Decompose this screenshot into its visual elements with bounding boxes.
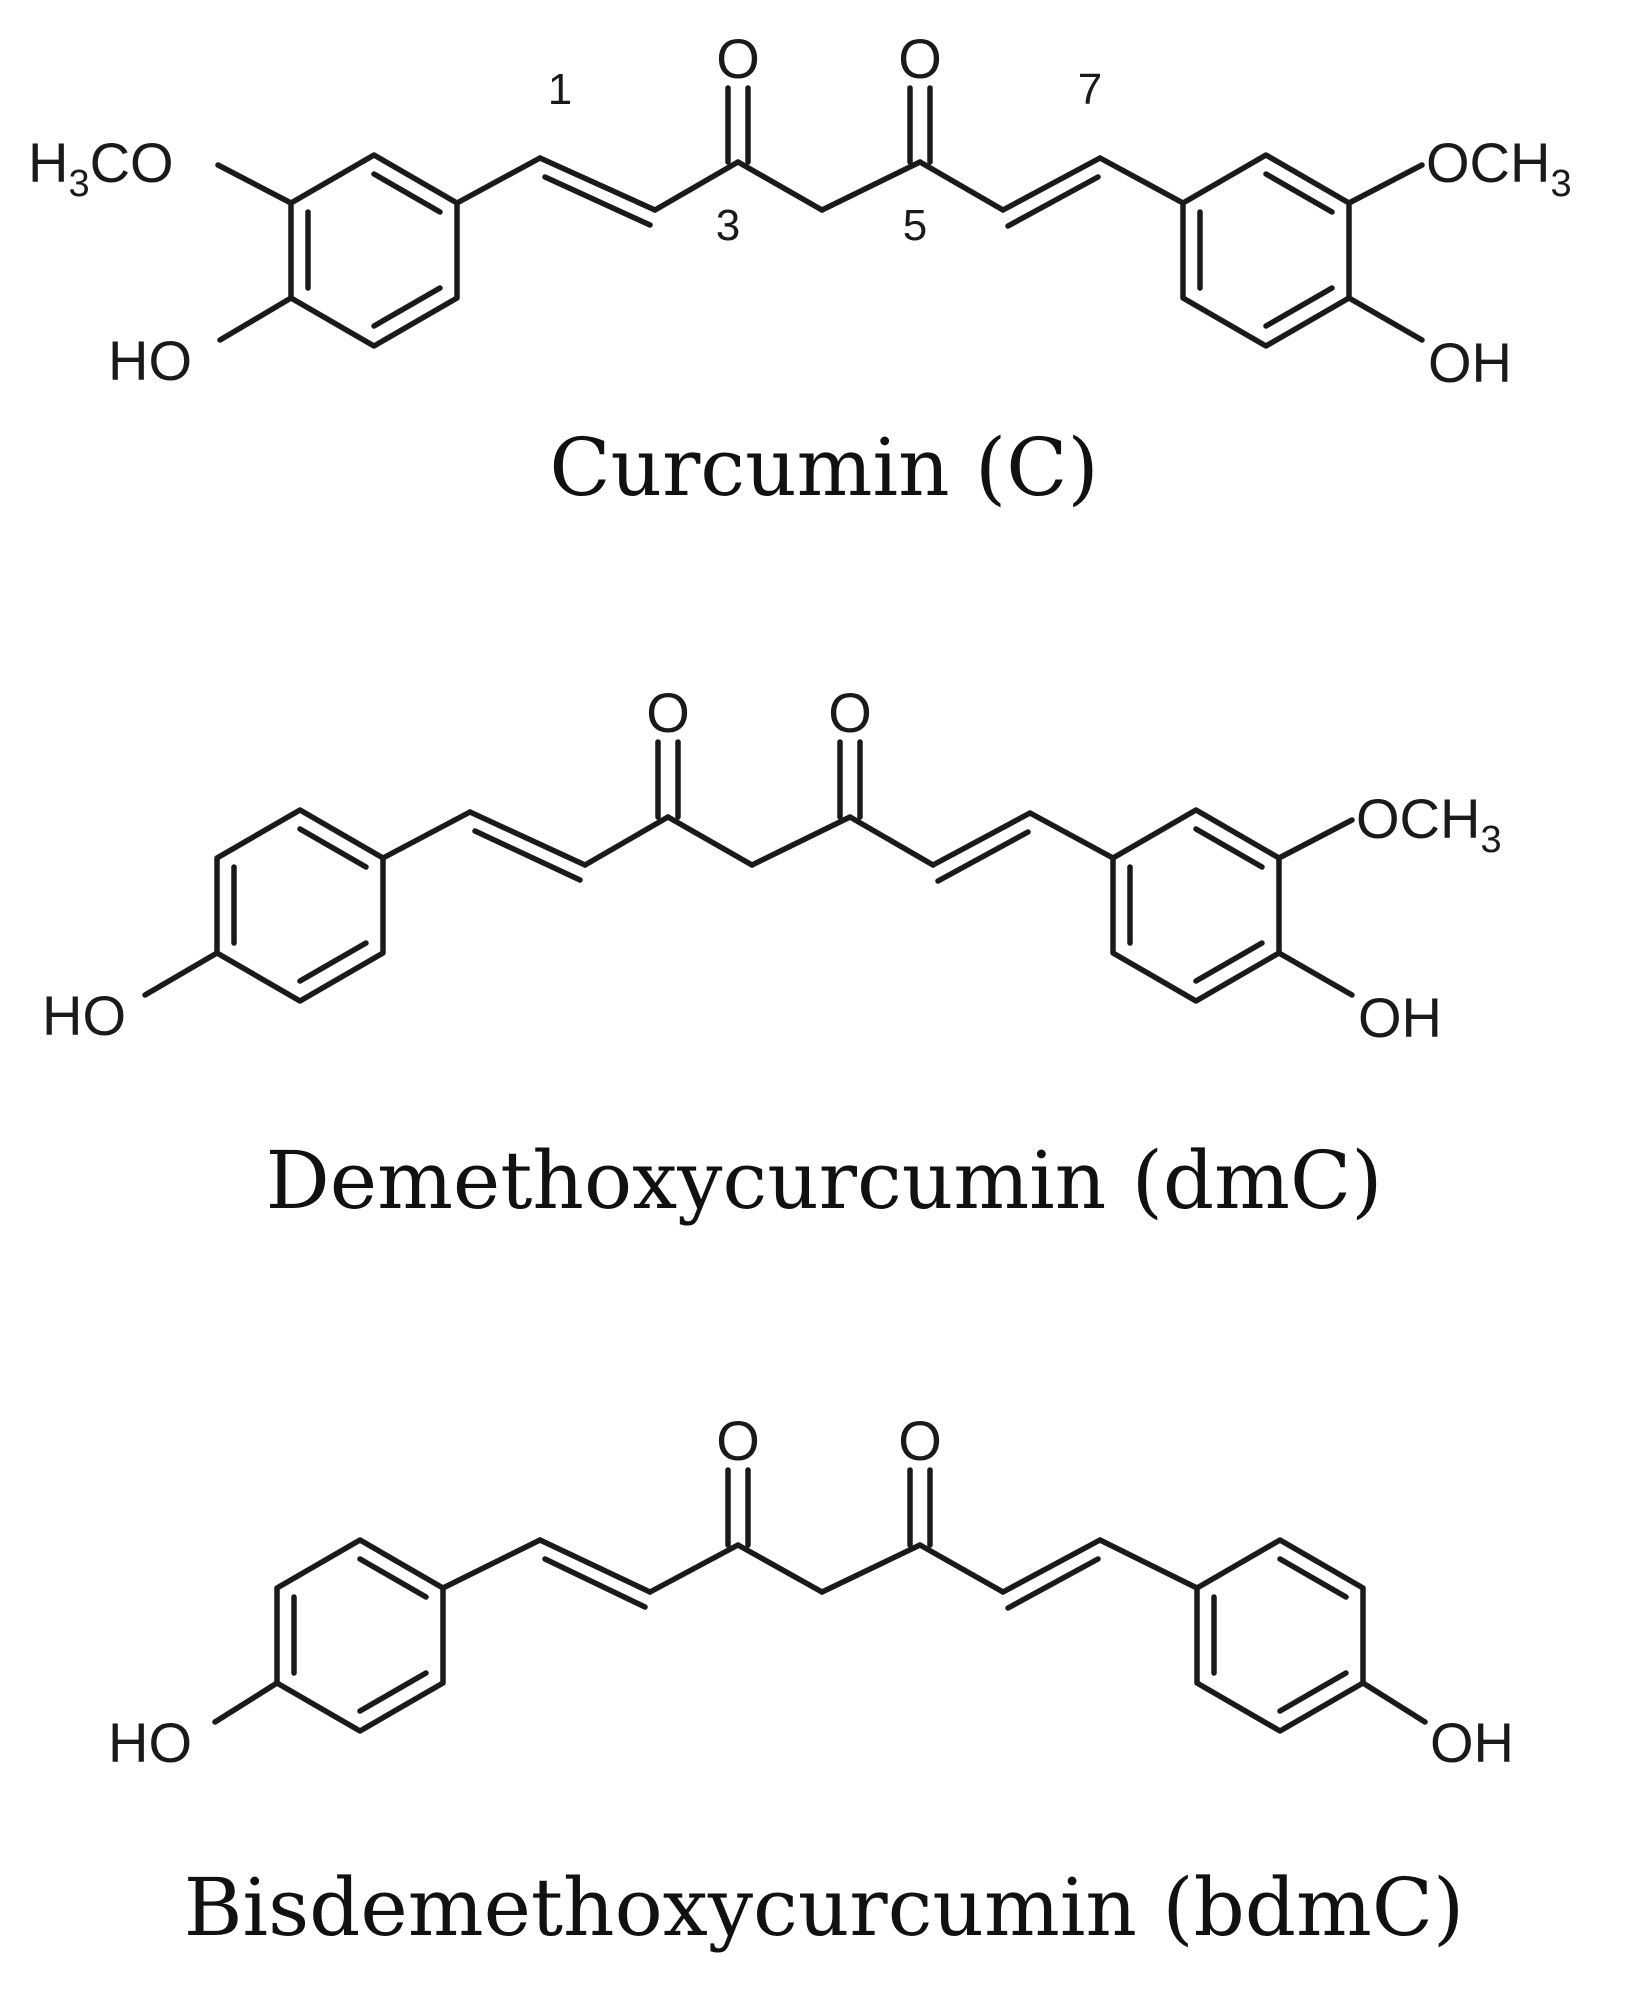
bisdemethoxycurcumin-right-ring bbox=[1194, 1537, 1366, 1734]
demethoxycurcumin-left-hydroxyl-label: HO bbox=[42, 984, 126, 1047]
curcumin-left-methoxy-bond bbox=[215, 162, 294, 206]
curcumin-right-methoxy-label: OCH3 bbox=[1426, 131, 1572, 205]
demethoxycurcumin-right-ring bbox=[1110, 807, 1282, 1004]
curcumin-position-5: 5 bbox=[903, 201, 927, 250]
demethoxycurcumin-right-methoxy-label: OCH3 bbox=[1356, 787, 1502, 861]
demethoxycurcumin-caption: Demethoxycurcumin (dmC) bbox=[266, 1134, 1383, 1227]
demethoxycurcumin-right-hydroxyl-label: OH bbox=[1358, 986, 1442, 1049]
curcumin-right-hydroxyl-bond bbox=[1346, 295, 1425, 343]
curcumin-position-7: 7 bbox=[1078, 65, 1102, 114]
curcumin-left-ring bbox=[288, 152, 460, 349]
bisdemethoxycurcumin-left-hydroxyl-bond bbox=[212, 1680, 280, 1725]
demethoxycurcumin-carbonyl-left-label: O bbox=[646, 681, 690, 744]
demethoxycurcumin-chain bbox=[380, 809, 1116, 884]
bisdemethoxycurcumin-left-ring bbox=[274, 1537, 446, 1734]
curcumin-carbonyl-bonds bbox=[725, 85, 933, 165]
demethoxycurcumin-left-hydroxyl-bond bbox=[142, 950, 220, 998]
bisdemethoxycurcumin-right-hydroxyl-label: OH bbox=[1430, 1711, 1514, 1774]
curcumin-left-methoxy-label: H3CO bbox=[28, 131, 174, 205]
curcumin-carbonyl-left-label: O bbox=[716, 27, 760, 90]
curcumin-right-ring bbox=[1180, 152, 1352, 349]
curcumin-carbonyl-right-label: O bbox=[898, 27, 942, 90]
curcumin-structure: H3CO HO O O OCH3 OH 1 3 5 7 Curcumin (C) bbox=[28, 27, 1572, 514]
demethoxycurcumin-left-ring bbox=[214, 807, 386, 1004]
curcumin-chain bbox=[454, 155, 1186, 229]
curcumin-caption: Curcumin (C) bbox=[549, 421, 1098, 514]
bisdemethoxycurcumin-carbonyl-bonds bbox=[725, 1467, 933, 1548]
curcumin-position-1: 1 bbox=[548, 65, 572, 114]
bisdemethoxycurcumin-caption: Bisdemethoxycurcumin (bdmC) bbox=[184, 1861, 1465, 1954]
demethoxycurcumin-right-hydroxyl-bond bbox=[1276, 950, 1355, 998]
bisdemethoxycurcumin-structure: HO O O OH Bisdemethoxycurcumin (bdmC) bbox=[108, 1409, 1514, 1954]
demethoxycurcumin-structure: HO O O OCH3 OH Demethoxycurcumin (dmC) bbox=[42, 681, 1502, 1227]
demethoxycurcumin-carbonyl-bonds bbox=[655, 739, 863, 820]
bisdemethoxycurcumin-left-hydroxyl-label: HO bbox=[108, 1711, 192, 1774]
curcumin-right-hydroxyl-label: OH bbox=[1428, 331, 1512, 394]
demethoxycurcumin-right-methoxy-bond bbox=[1276, 817, 1355, 861]
curcumin-right-methoxy-bond bbox=[1346, 162, 1425, 206]
bisdemethoxycurcumin-right-hydroxyl-bond bbox=[1360, 1680, 1428, 1725]
bisdemethoxycurcumin-carbonyl-right-label: O bbox=[898, 1409, 942, 1472]
bisdemethoxycurcumin-carbonyl-left-label: O bbox=[716, 1409, 760, 1472]
bisdemethoxycurcumin-chain bbox=[440, 1537, 1200, 1611]
curcumin-position-3: 3 bbox=[716, 201, 740, 250]
curcumin-left-hydroxyl-bond bbox=[217, 295, 294, 343]
demethoxycurcumin-carbonyl-right-label: O bbox=[828, 681, 872, 744]
curcumin-left-hydroxyl-label: HO bbox=[108, 329, 192, 392]
